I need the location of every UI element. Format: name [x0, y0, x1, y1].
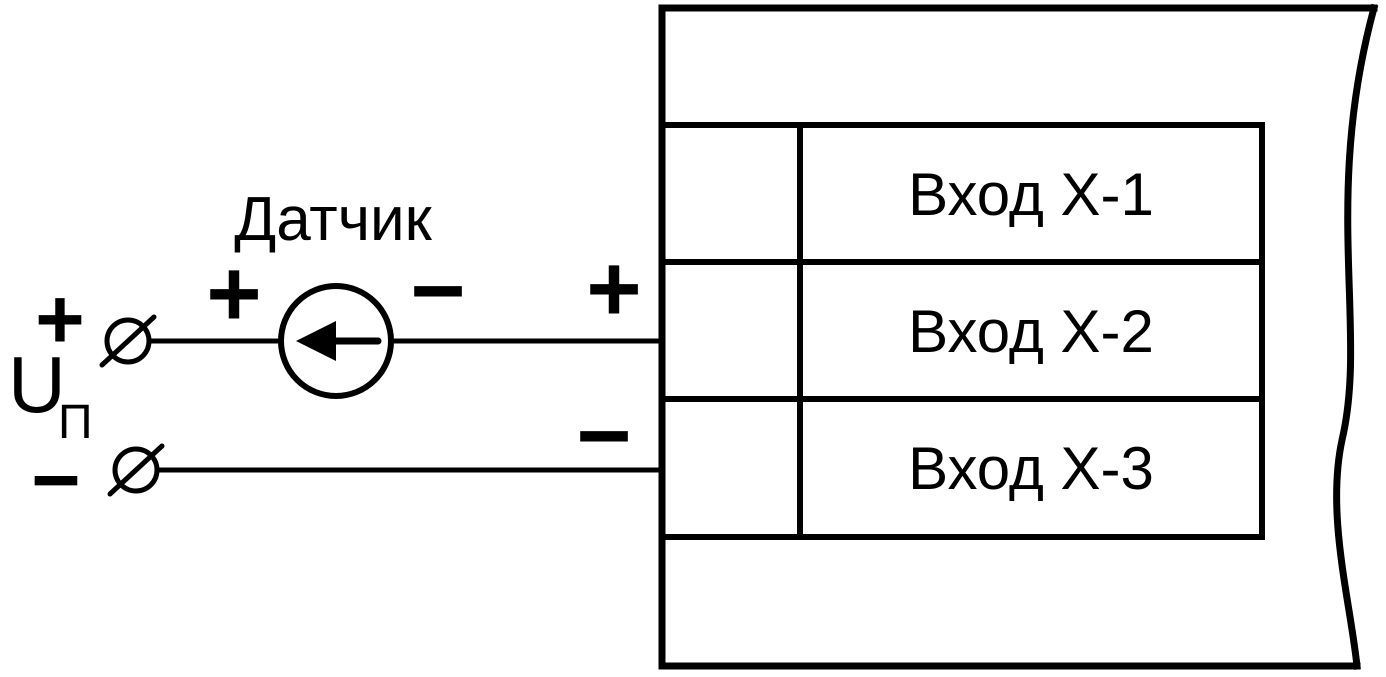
input-x2-label: Вход Х-2 [908, 298, 1154, 365]
supply-terminal-minus [107, 443, 165, 497]
device-body [658, 3, 1379, 670]
device-torn-edge [1333, 3, 1379, 670]
supply-symbol: U [8, 340, 66, 429]
sensor-plus-sign: + [206, 241, 261, 347]
terminal-slash-plus [99, 314, 157, 368]
sensor-minus-sign: − [410, 238, 465, 344]
input-labels: Вход Х-1 Вход Х-2 Вход Х-3 [908, 161, 1154, 502]
supply-plus-sign: + [35, 272, 85, 367]
supply-label: U П + − [8, 272, 93, 528]
device-outline [658, 4, 1378, 670]
terminal-slash-minus [107, 443, 165, 497]
sensor-symbol [278, 283, 394, 399]
device-minus-sign: − [576, 383, 631, 489]
supply-minus-sign: − [31, 433, 81, 528]
device-plus-sign: + [586, 236, 641, 342]
supply-terminal-plus [99, 314, 157, 368]
sensor-title: Датчик [234, 185, 432, 254]
sensor-arrow-head [296, 321, 336, 361]
input-x1-label: Вход Х-1 [908, 161, 1154, 228]
input-x3-label: Вход Х-3 [908, 435, 1154, 502]
terminal-block [659, 122, 1265, 540]
wires [146, 338, 665, 473]
supply-subscript: П [58, 396, 93, 449]
